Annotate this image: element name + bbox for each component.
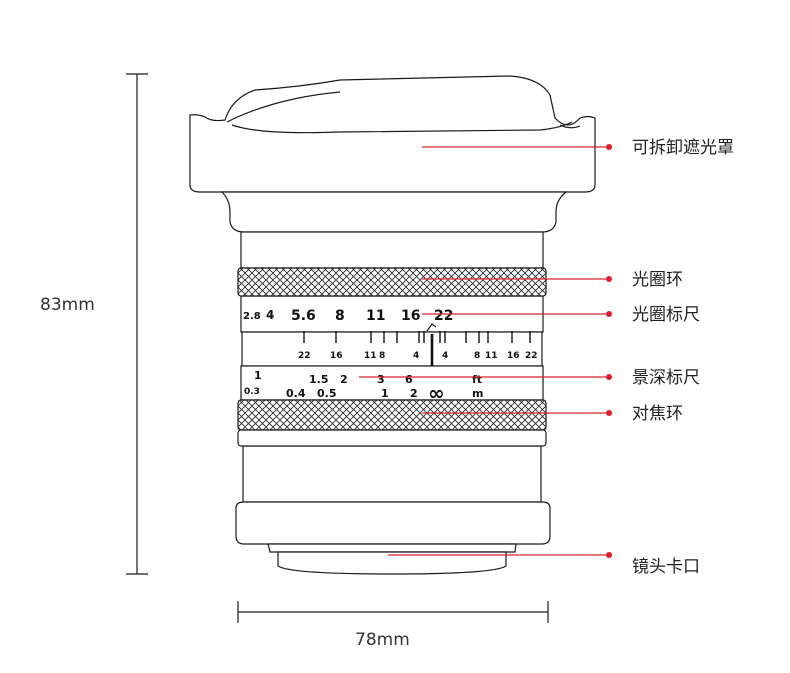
aperture-value: 5.6 bbox=[291, 308, 316, 324]
distance-ft-value: 1.5 bbox=[309, 373, 329, 386]
distance-m-unit: m bbox=[472, 387, 483, 400]
callout-mount: 镜头卡口 bbox=[388, 552, 700, 577]
dof-value: 8 bbox=[474, 351, 480, 361]
dof-value: 22 bbox=[525, 351, 538, 361]
distance-ft-value: 1 bbox=[254, 369, 262, 382]
callout-aperture-ring: 光圈环 bbox=[422, 270, 683, 290]
height-dimension: 83mm bbox=[40, 73, 148, 575]
callout-label: 镜头卡口 bbox=[632, 557, 700, 577]
dof-value: 16 bbox=[507, 351, 520, 361]
callouts: 可拆卸遮光罩 光圈环 光圈标尺 景深标尺 对焦环 镜头卡口 bbox=[359, 138, 734, 577]
distance-m-value: 0.5 bbox=[317, 387, 337, 400]
lens-hood bbox=[189, 75, 596, 233]
dof-scale: 22 16 11 8 4 4 8 11 16 22 bbox=[298, 323, 538, 366]
dof-value: 22 bbox=[298, 351, 311, 361]
infinity-mark: ∞ bbox=[428, 381, 445, 405]
distance-m-value: 0.3 bbox=[244, 387, 260, 397]
callout-hood: 可拆卸遮光罩 bbox=[422, 138, 734, 158]
callout-dof-scale: 景深标尺 bbox=[359, 368, 700, 388]
focus-ring bbox=[237, 399, 547, 447]
height-label: 83mm bbox=[40, 295, 95, 315]
callout-label: 可拆卸遮光罩 bbox=[632, 138, 734, 158]
aperture-ring bbox=[237, 267, 547, 297]
width-label: 78mm bbox=[355, 630, 410, 650]
dof-value: 16 bbox=[330, 351, 343, 361]
dof-value: 8 bbox=[379, 351, 385, 361]
dof-value: 4 bbox=[413, 351, 419, 361]
distance-m-value: 1 bbox=[381, 387, 389, 400]
width-dimension: 78mm bbox=[237, 601, 549, 650]
distance-ft-unit: ft bbox=[472, 373, 482, 386]
distance-scale: 1 1.5 2 3 6 ft 0.3 0.4 0.5 1 2 ∞ m bbox=[244, 369, 483, 405]
callout-aperture-scale: 光圈标尺 bbox=[422, 305, 700, 325]
dof-value: 11 bbox=[485, 351, 498, 361]
lens-mount bbox=[235, 501, 551, 575]
dof-value: 4 bbox=[442, 351, 448, 361]
aperture-value: 4 bbox=[266, 308, 274, 322]
callout-focus-ring: 对焦环 bbox=[422, 404, 683, 424]
aperture-value: 8 bbox=[335, 308, 345, 324]
aperture-value: 2.8 bbox=[243, 311, 261, 322]
callout-label: 光圈标尺 bbox=[632, 305, 700, 325]
aperture-value: 11 bbox=[366, 308, 385, 324]
aperture-value: 16 bbox=[401, 308, 420, 324]
distance-m-value: 0.4 bbox=[286, 387, 306, 400]
distance-ft-value: 2 bbox=[340, 373, 348, 386]
aperture-value: 22 bbox=[434, 308, 453, 324]
index-arrow bbox=[426, 323, 437, 332]
dof-value: 11 bbox=[364, 351, 377, 361]
distance-m-value: 2 bbox=[410, 387, 418, 400]
callout-label: 对焦环 bbox=[632, 404, 683, 424]
distance-ft-value: 6 bbox=[405, 373, 413, 386]
aperture-scale: 2.8 4 5.6 8 11 16 22 bbox=[243, 308, 453, 324]
distance-ft-value: 3 bbox=[377, 373, 385, 386]
callout-label: 景深标尺 bbox=[632, 368, 700, 388]
callout-label: 光圈环 bbox=[632, 270, 683, 290]
